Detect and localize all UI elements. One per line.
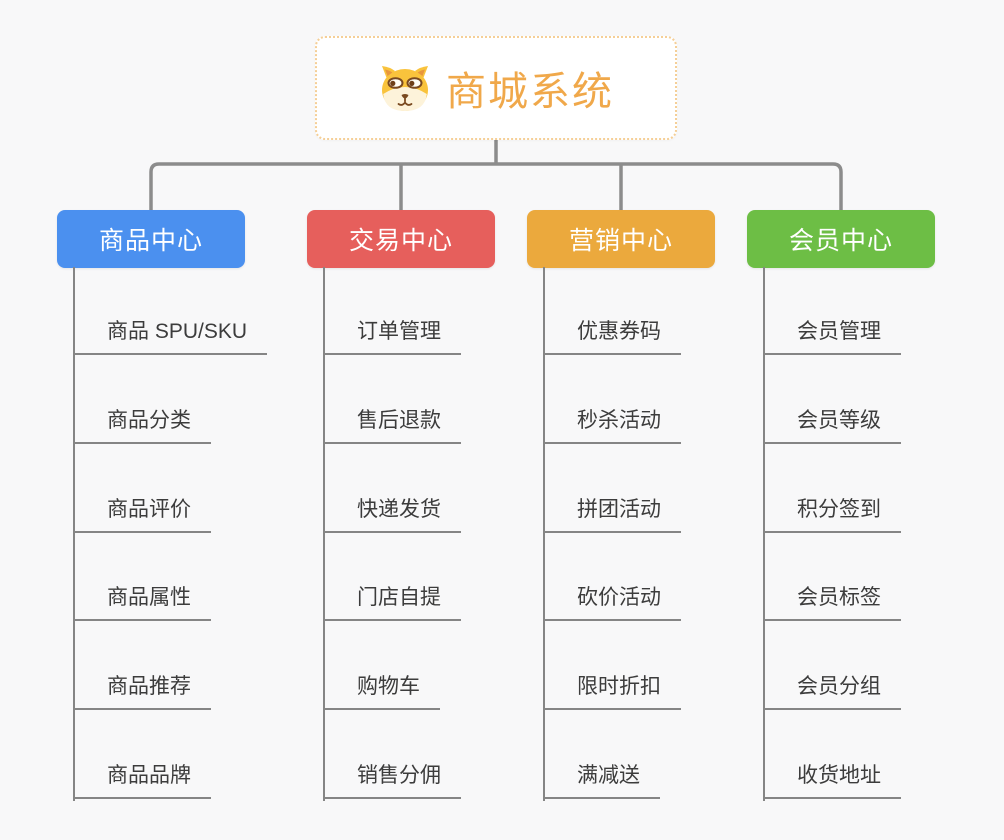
- child-topic-trade-center-1[interactable]: 订单管理: [323, 319, 461, 355]
- branch-spine-product-center: [73, 267, 75, 801]
- branch-spine-trade-center: [323, 267, 325, 801]
- child-topic-trade-center-4[interactable]: 门店自提: [323, 585, 461, 622]
- child-topic-trade-center-5[interactable]: 购物车: [323, 674, 440, 711]
- dog-face-icon: [382, 66, 428, 111]
- child-topic-product-center-1[interactable]: 商品 SPU/SKU: [73, 319, 268, 355]
- child-topic-marketing-center-6[interactable]: 满减送: [543, 763, 660, 799]
- child-topic-marketing-center-2[interactable]: 秒杀活动: [543, 408, 681, 444]
- child-topic-marketing-center-4[interactable]: 砍价活动: [543, 585, 681, 622]
- child-topic-trade-center-6[interactable]: 销售分佣: [323, 763, 461, 799]
- branch-spine-marketing-center: [543, 267, 545, 801]
- root-topic-title: 商城系统: [446, 70, 614, 114]
- child-topic-member-center-1[interactable]: 会员管理: [763, 319, 901, 355]
- child-topic-product-center-5[interactable]: 商品推荐: [73, 674, 211, 711]
- child-topic-member-center-2[interactable]: 会员等级: [763, 408, 901, 444]
- branch-topic-trade-center[interactable]: 交易中心: [307, 210, 495, 268]
- child-topic-trade-center-3[interactable]: 快递发货: [323, 497, 461, 533]
- child-topic-marketing-center-5[interactable]: 限时折扣: [543, 674, 681, 711]
- child-topic-product-center-2[interactable]: 商品分类: [73, 408, 211, 444]
- root-topic[interactable]: 商城系统: [315, 36, 677, 140]
- child-topic-product-center-4[interactable]: 商品属性: [73, 585, 211, 622]
- child-topic-product-center-3[interactable]: 商品评价: [73, 497, 211, 533]
- branch-topic-product-center[interactable]: 商品中心: [57, 210, 245, 268]
- branch-spine-member-center: [763, 267, 765, 801]
- child-topic-marketing-center-1[interactable]: 优惠券码: [543, 319, 681, 355]
- branch-topic-member-center[interactable]: 会员中心: [747, 210, 935, 268]
- child-topic-marketing-center-3[interactable]: 拼团活动: [543, 497, 681, 533]
- child-topic-member-center-3[interactable]: 积分签到: [763, 497, 901, 533]
- child-topic-member-center-5[interactable]: 会员分组: [763, 674, 901, 711]
- branch-topic-marketing-center[interactable]: 营销中心: [527, 210, 715, 268]
- child-topic-member-center-4[interactable]: 会员标签: [763, 585, 901, 622]
- child-topic-member-center-6[interactable]: 收货地址: [763, 763, 901, 799]
- child-topic-product-center-6[interactable]: 商品品牌: [73, 763, 211, 799]
- child-topic-trade-center-2[interactable]: 售后退款: [323, 408, 461, 444]
